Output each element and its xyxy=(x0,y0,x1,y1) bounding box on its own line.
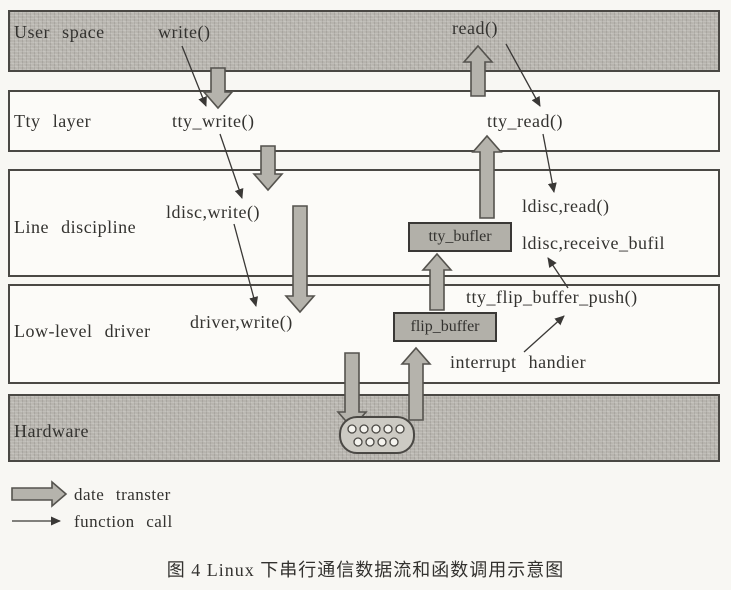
node-tty-write: tty_write() xyxy=(172,111,255,131)
node-tty-buffer-label: tty_bufler xyxy=(428,228,492,245)
layer-label-low-level-driver: Low-level driver xyxy=(14,321,151,341)
layer-label-tty-layer: Tty layer xyxy=(14,111,92,131)
node-tty-read: tty_read() xyxy=(487,111,563,131)
node-box-flip-buffer: flip_buffer xyxy=(393,312,497,342)
figure-caption: 图 4 Linux 下串行通信数据流和函数调用示意图 xyxy=(166,560,565,580)
layer-label-user-space: User space xyxy=(14,22,105,42)
layer-label-hardware: Hardware xyxy=(14,421,89,441)
node-interrupt-handler: interrupt handier xyxy=(450,352,587,372)
legend-data-transfer-label: date transter xyxy=(74,485,171,504)
node-box-tty-buffer: tty_bufler xyxy=(408,222,512,252)
node-flip-buffer-label: flip_buffer xyxy=(410,318,480,335)
layer-label-line-discipline: Line discipline xyxy=(14,217,137,237)
band-hardware xyxy=(8,394,720,462)
band-tty-layer xyxy=(8,90,720,152)
node-ldisc-write: ldisc,write() xyxy=(166,202,260,222)
legend-function-call-label: function call xyxy=(74,512,173,531)
node-write: write() xyxy=(158,22,211,42)
band-user-space xyxy=(8,10,720,72)
node-read: read() xyxy=(452,18,498,38)
node-ldisc-read: ldisc,read() xyxy=(522,196,610,216)
node-ldisc-receive-buf: ldisc,receive_bufil xyxy=(522,233,665,253)
band-line-discipline xyxy=(8,169,720,277)
legend-data-transfer-arrow-icon xyxy=(11,480,68,508)
node-driver-write: driver,write() xyxy=(190,312,293,332)
node-tty-flip-buffer-push: tty_flip_buffer_push() xyxy=(466,287,638,307)
